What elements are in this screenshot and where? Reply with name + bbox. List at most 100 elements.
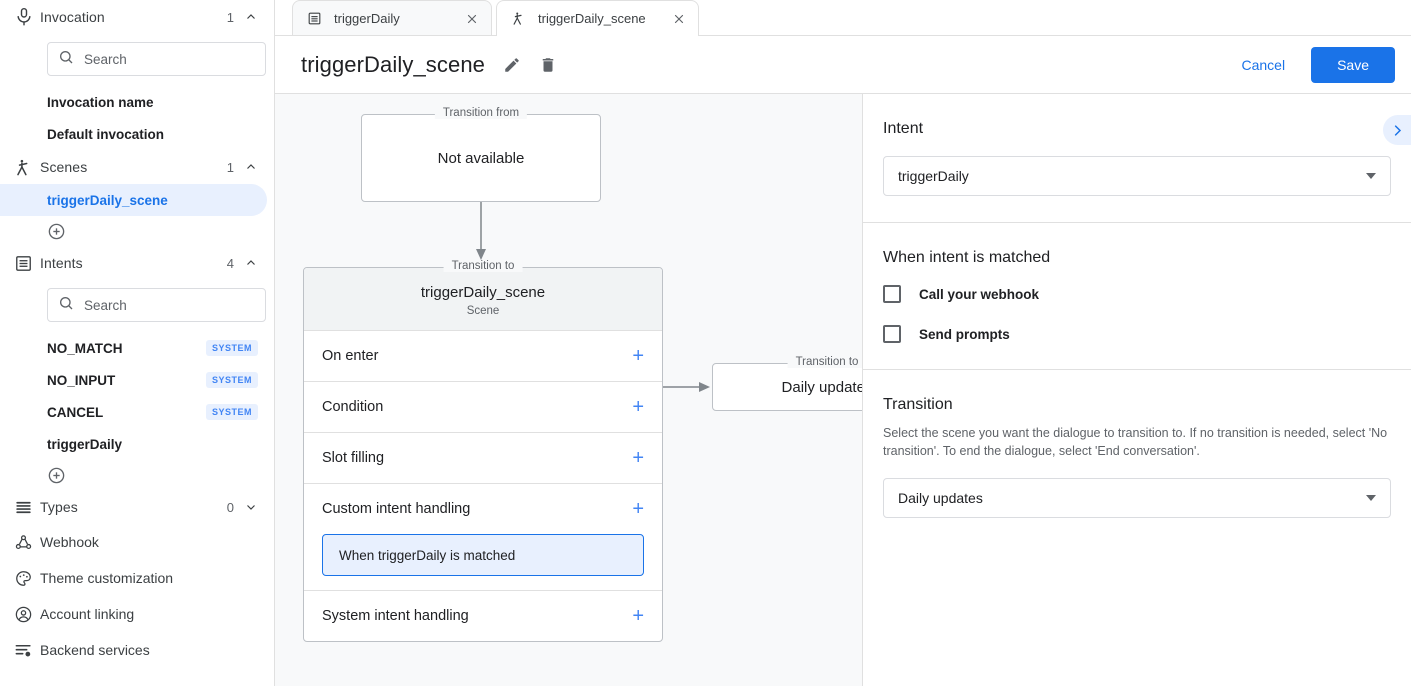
- sidebar-item-label: Account linking: [40, 606, 135, 622]
- intent-select-value: triggerDaily: [898, 168, 969, 184]
- sidebar-item-webhook[interactable]: Webhook: [0, 524, 274, 560]
- webhook-icon: [14, 533, 40, 552]
- chevron-down-icon[interactable]: [244, 501, 258, 513]
- checkbox-call-your-webhook[interactable]: Call your webhook: [883, 285, 1391, 303]
- transition-select[interactable]: Daily updates: [883, 478, 1391, 519]
- intent-handler-chip[interactable]: When triggerDaily is matched: [322, 534, 644, 576]
- sidebar-section-label: Invocation: [40, 9, 105, 25]
- scene-row-on-enter: On enter +: [304, 331, 662, 382]
- tab-triggerdaily[interactable]: triggerDaily: [292, 0, 492, 36]
- transition-target-node[interactable]: Transition to Daily updates: [712, 356, 862, 411]
- scene-row-system-intent-handling: System intent handling +: [304, 591, 662, 641]
- transition-from-value: Not available: [437, 149, 525, 167]
- sidebar-item-label: CANCEL: [47, 404, 104, 420]
- sidebar-item-label: Default invocation: [47, 126, 165, 142]
- sidebar-item-theme-customization[interactable]: Theme customization: [0, 560, 274, 596]
- tab-label: triggerDaily: [334, 11, 400, 26]
- transition-target-legend: Transition to: [787, 356, 862, 368]
- search-icon: [58, 295, 84, 316]
- sidebar-item-no-input[interactable]: NO_INPUT SYSTEM: [0, 364, 274, 396]
- add-icon[interactable]: +: [632, 396, 644, 418]
- checkbox-box[interactable]: [883, 285, 901, 303]
- scene-row-header: Slot filling +: [322, 433, 644, 483]
- tab-triggerdaily-scene[interactable]: triggerDaily_scene: [496, 0, 699, 37]
- close-icon[interactable]: [465, 12, 479, 26]
- sidebar-item-triggerdaily-scene[interactable]: triggerDaily_scene: [0, 184, 267, 216]
- add-icon[interactable]: +: [632, 498, 644, 520]
- scene-row-label: Slot filling: [322, 450, 385, 466]
- sidebar-item-label: triggerDaily_scene: [47, 192, 168, 208]
- when-intent-matched-section: When intent is matched Call your webhook…: [863, 223, 1411, 370]
- sidebar-item-label: Theme customization: [40, 570, 174, 586]
- sidebar-item-invocation-name[interactable]: Invocation name: [0, 86, 274, 118]
- chevron-up-icon[interactable]: [244, 11, 258, 23]
- sidebar-item-label: triggerDaily: [47, 436, 123, 452]
- chevron-right-icon[interactable]: [1383, 115, 1411, 145]
- scene-card-subtitle: Scene: [466, 305, 500, 317]
- transition-from-legend: Transition from: [434, 107, 528, 119]
- scene-row-label: Condition: [322, 399, 384, 415]
- sidebar-item-backend-services[interactable]: Backend services: [0, 632, 274, 668]
- backend-services-icon: [14, 641, 40, 660]
- sidebar-section-label: Scenes: [40, 159, 88, 175]
- scene-graph-canvas[interactable]: Transition from Not available Transition…: [275, 94, 863, 686]
- scene-row-label: Custom intent handling: [322, 501, 471, 517]
- content-area: triggerDaily triggerDaily_scene: [275, 0, 1411, 686]
- sidebar-item-label: Webhook: [40, 534, 99, 550]
- pencil-icon[interactable]: [503, 56, 521, 74]
- checkbox-send-prompts[interactable]: Send prompts: [883, 325, 1391, 343]
- sidebar-item-no-match[interactable]: NO_MATCH SYSTEM: [0, 332, 274, 364]
- cancel-button[interactable]: Cancel: [1227, 49, 1299, 81]
- scene-row-label: On enter: [322, 348, 379, 364]
- chevron-up-icon[interactable]: [244, 257, 258, 269]
- properties-panel: Intent triggerDaily When intent is match…: [863, 94, 1411, 686]
- sidebar-item-triggerdaily[interactable]: triggerDaily: [0, 428, 274, 460]
- invocation-search-input[interactable]: Search: [47, 42, 266, 76]
- caret-down-icon: [1366, 495, 1376, 502]
- transition-description: Select the scene you want the dialogue t…: [883, 426, 1388, 459]
- close-icon[interactable]: [672, 12, 686, 26]
- sidebar-section-intents[interactable]: Intents 4: [0, 246, 274, 280]
- chevron-up-icon[interactable]: [244, 161, 258, 173]
- intent-select[interactable]: triggerDaily: [883, 156, 1391, 196]
- search-icon: [58, 49, 84, 70]
- sidebar-item-account-linking[interactable]: Account linking: [0, 596, 274, 632]
- trash-icon[interactable]: [539, 56, 557, 74]
- checkbox-box[interactable]: [883, 325, 901, 343]
- sidebar-section-scenes[interactable]: Scenes 1: [0, 150, 274, 184]
- sidebar-item-label: NO_MATCH: [47, 340, 123, 356]
- tab-label: triggerDaily_scene: [538, 11, 646, 26]
- sidebar-section-types[interactable]: Types 0: [0, 490, 274, 524]
- sidebar-item-label: NO_INPUT: [47, 372, 116, 388]
- intent-icon: [307, 11, 322, 26]
- sidebar-section-invocation[interactable]: Invocation 1: [0, 0, 274, 34]
- page-header: triggerDaily_scene Cancel Save: [275, 36, 1411, 94]
- scene-row-label: System intent handling: [322, 608, 469, 624]
- save-button[interactable]: Save: [1311, 46, 1395, 83]
- body-split: Transition from Not available Transition…: [275, 94, 1411, 686]
- intents-search-input[interactable]: Search: [47, 288, 266, 322]
- add-icon[interactable]: +: [632, 345, 644, 367]
- intents-search-placeholder: Search: [84, 297, 127, 313]
- transition-from-node[interactable]: Transition from Not available: [361, 107, 601, 202]
- add-icon[interactable]: +: [632, 605, 644, 627]
- sidebar: Invocation 1 Search Invocation name Defa…: [0, 0, 275, 686]
- scene-card-name: triggerDaily_scene: [420, 284, 546, 301]
- scene-row-slot-filling: Slot filling +: [304, 433, 662, 484]
- scene-card-header[interactable]: triggerDaily_scene Scene: [304, 268, 662, 331]
- scene-card: Transition to triggerDaily_scene Scene O…: [303, 260, 663, 642]
- sidebar-item-cancel[interactable]: CANCEL SYSTEM: [0, 396, 274, 428]
- scene-row-custom-intent-handling: Custom intent handling + When triggerDai…: [304, 484, 662, 591]
- sidebar-section-count: 1: [226, 159, 234, 175]
- sidebar-item-default-invocation[interactable]: Default invocation: [0, 118, 274, 150]
- sidebar-item-label: Backend services: [40, 642, 150, 658]
- sidebar-item-label: Invocation name: [47, 94, 154, 110]
- add-icon[interactable]: +: [632, 447, 644, 469]
- scene-icon: [14, 158, 40, 177]
- tab-strip: triggerDaily triggerDaily_scene: [275, 0, 1411, 37]
- scene-row-header: Condition +: [322, 382, 644, 432]
- palette-icon: [14, 569, 40, 588]
- add-scene-button[interactable]: [0, 216, 274, 246]
- add-intent-button[interactable]: [0, 460, 274, 490]
